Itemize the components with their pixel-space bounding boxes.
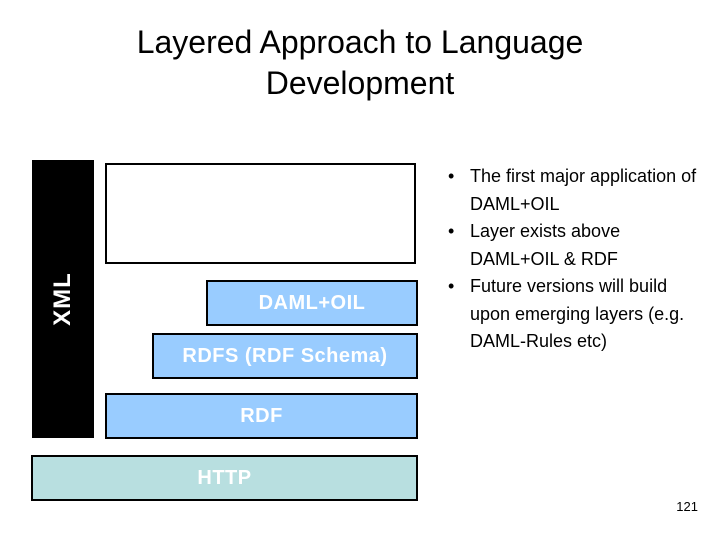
- layered-architecture-diagram: XML DAML+OIL RDFS (RDF Schema) RDF HTTP: [31, 160, 418, 501]
- list-item-text: Future versions will build upon emerging…: [470, 276, 685, 351]
- bullet-marker-icon: •: [448, 166, 455, 186]
- xml-bar-label: XML: [48, 272, 76, 326]
- bullet-marker-icon: •: [448, 276, 455, 296]
- list-item-text: Layer exists above DAML+OIL & RDF: [470, 221, 621, 269]
- layer-box-daml-oil: DAML+OIL: [206, 280, 418, 326]
- list-item-text: The first major application of DAML+OIL: [470, 166, 697, 214]
- top-empty-layer-box: [105, 163, 416, 264]
- slide-page-number: 121: [676, 499, 698, 514]
- bullet-marker-icon: •: [448, 221, 455, 241]
- layer-box-rdfs: RDFS (RDF Schema): [152, 333, 418, 379]
- layer-box-rdf: RDF: [105, 393, 418, 439]
- page-title: Layered Approach to Language Development: [136, 24, 584, 101]
- bullet-list: • The first major application of DAML+OI…: [440, 163, 705, 356]
- layer-box-http: HTTP: [31, 455, 418, 501]
- list-item: • The first major application of DAML+OI…: [440, 163, 705, 218]
- xml-vertical-bar: XML: [32, 160, 94, 438]
- list-item: • Future versions will build upon emergi…: [440, 273, 705, 356]
- list-item: • Layer exists above DAML+OIL & RDF: [440, 218, 705, 273]
